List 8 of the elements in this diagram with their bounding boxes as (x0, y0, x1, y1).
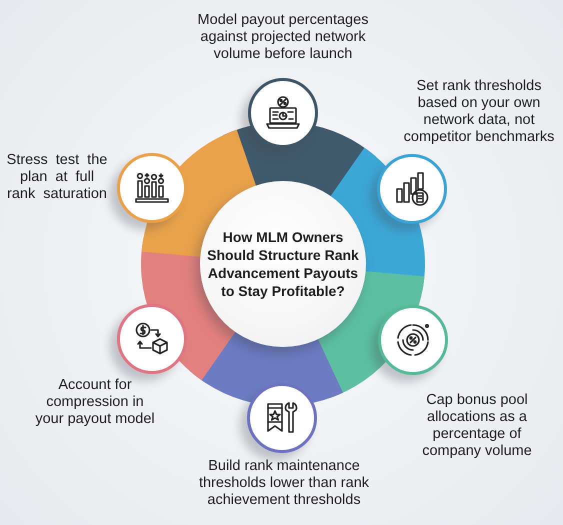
step-text: Cap bonus pool allocations as a percentage of company volume (421, 392, 533, 460)
step-text: Stress test the plan at full rank saturation (6, 152, 108, 203)
question-text: How MLM Owners Should Structure Rank Advancement Payouts to Stay Profitable? (207, 228, 359, 300)
step-text: Set rank thresholds based on your own network data, not competitor benchmarks (402, 78, 556, 146)
step-text: Account for compression in your payout model (34, 377, 156, 428)
step-circle (117, 304, 187, 374)
step-text: Model payout percentages against projected network volume before launch (196, 12, 370, 63)
step-text: Build rank maintenance thresholds lower than rank achievement thresholds (198, 458, 370, 509)
